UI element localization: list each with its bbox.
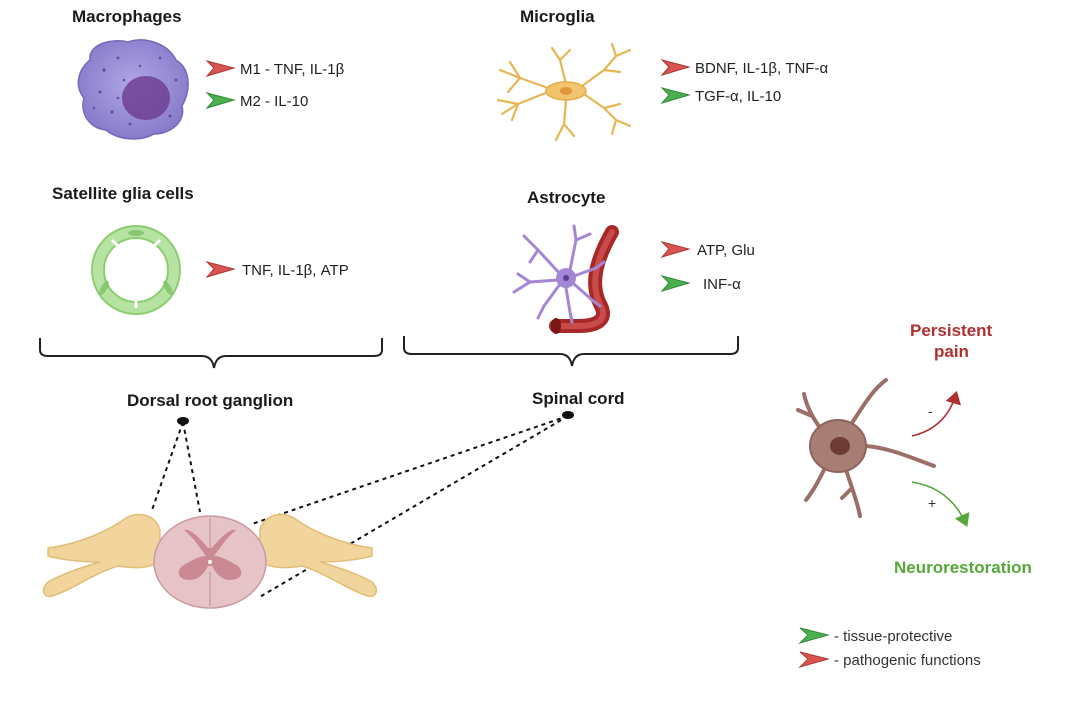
microglia-marker-2: TGF-α, IL-10 — [660, 87, 781, 105]
astrocyte-marker-2: INF-α — [660, 275, 741, 293]
spinal-cord-focus-dot — [562, 411, 574, 419]
pathogenic-arrow-icon — [798, 651, 830, 669]
marker-label: BDNF, IL-1β, TNF-α — [695, 60, 828, 77]
minus-sign: - — [928, 403, 933, 419]
drg-brace — [39, 338, 383, 369]
pain-arrow-icon — [911, 390, 961, 437]
restoration-arrow-icon — [911, 481, 970, 527]
legend-label: - pathogenic functions — [834, 652, 981, 669]
pathogenic-arrow-icon — [660, 241, 691, 258]
macrophage-cell-icon — [77, 39, 189, 140]
astrocyte-cell-icon — [512, 224, 619, 334]
spinal-cord-brace — [403, 336, 739, 367]
marker-label: M1 - TNF, IL-1β — [240, 61, 345, 78]
neurorestoration-label: Neurorestoration — [894, 558, 1032, 577]
microglia-marker-1: BDNF, IL-1β, TNF-α — [660, 59, 828, 77]
legend-label: - tissue-protective — [834, 628, 952, 645]
marker-label: TNF, IL-1β, ATP — [242, 262, 349, 279]
pathogenic-arrow-icon — [205, 60, 236, 77]
drg-focus-dot — [177, 417, 189, 425]
legend-item-protective: - tissue-protective — [798, 627, 952, 645]
microglia-title: Microglia — [520, 7, 595, 26]
plus-sign: + — [928, 495, 936, 511]
astrocyte-title: Astrocyte — [527, 188, 605, 207]
legend: - tissue-protective - pathogenic functio… — [798, 627, 981, 669]
astrocyte-marker-1: ATP, Glu — [660, 241, 755, 259]
marker-label: INF-α — [703, 276, 741, 293]
protective-arrow-icon — [205, 92, 236, 109]
macrophage-marker-1: M1 - TNF, IL-1β — [205, 60, 345, 78]
marker-label: ATP, Glu — [697, 242, 755, 259]
marker-label: TGF-α, IL-10 — [695, 88, 781, 105]
satellite-marker-1: TNF, IL-1β, ATP — [205, 261, 349, 279]
satellite-glia-title: Satellite glia cells — [52, 184, 194, 203]
protective-arrow-icon — [798, 627, 830, 645]
marker-label: M2 - IL-10 — [240, 93, 308, 110]
spinal-cord-label: Spinal cord — [532, 389, 625, 408]
persistent-pain-label-line2: pain — [934, 342, 969, 361]
persistent-pain-label-line1: Persistent — [910, 321, 993, 340]
macrophage-marker-2: M2 - IL-10 — [205, 92, 308, 110]
protective-arrow-icon — [660, 275, 691, 292]
satellite-glia-cell-icon — [91, 225, 181, 315]
macrophages-title: Macrophages — [72, 7, 182, 26]
neuron-nucleus-icon — [830, 437, 850, 455]
pathogenic-arrow-icon — [660, 59, 691, 76]
drg-label: Dorsal root ganglion — [127, 391, 293, 410]
pathogenic-arrow-icon — [205, 261, 236, 278]
spinal-cord-cross-section-icon — [42, 513, 378, 609]
legend-item-pathogenic: - pathogenic functions — [798, 651, 981, 669]
protective-arrow-icon — [660, 87, 691, 104]
microglia-cell-icon — [496, 42, 632, 142]
